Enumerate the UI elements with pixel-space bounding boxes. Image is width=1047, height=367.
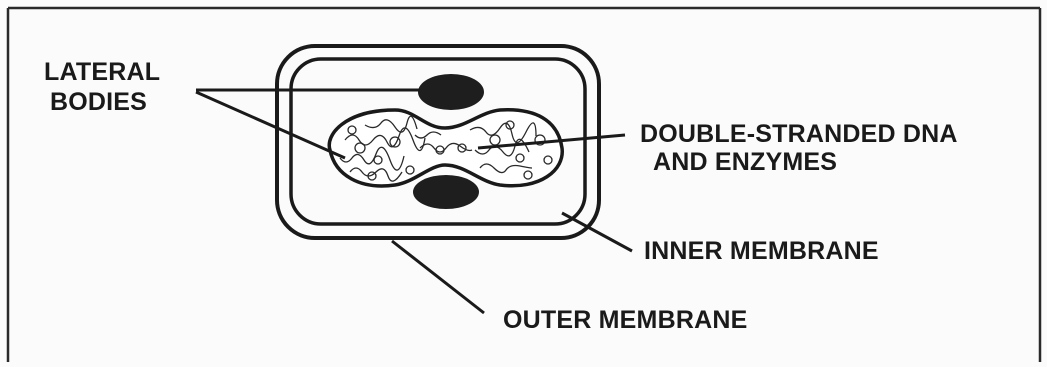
label-lateral-bodies-line2: BODIES [50,88,147,116]
label-outer-membrane: OUTER MEMBRANE [503,306,747,334]
label-dna-line2: AND ENZYMES [653,148,837,176]
label-inner-membrane: INNER MEMBRANE [644,237,879,265]
leader-inner-membrane [562,213,632,251]
lateral-body-top [418,74,484,110]
leader-outer-membrane [392,241,484,313]
lateral-body-bottom [413,175,479,209]
label-dna-line1: DOUBLE-STRANDED DNA [640,120,958,148]
label-lateral-bodies-line1: LATERAL [44,58,160,86]
leader-lateral-bottom [196,92,345,158]
